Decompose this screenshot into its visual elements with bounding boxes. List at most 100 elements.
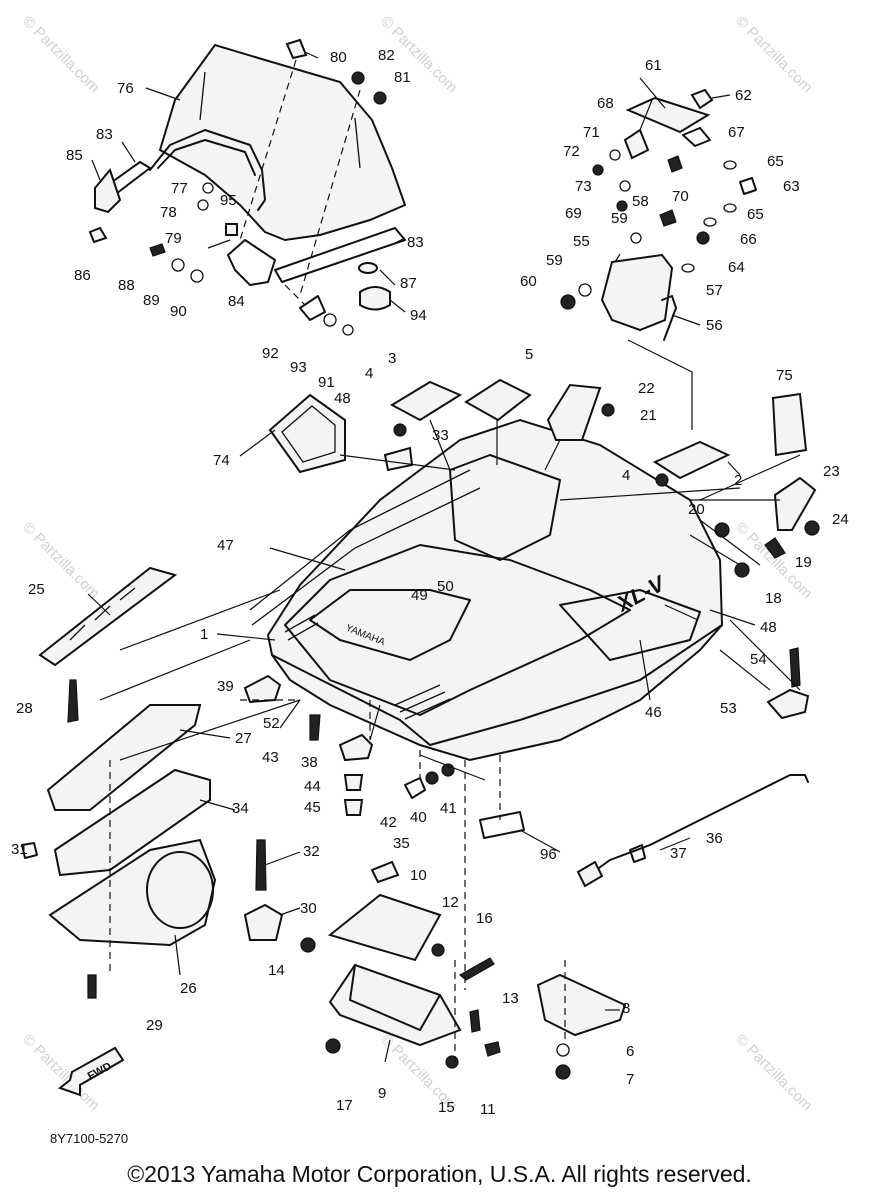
callout-37: 37 (670, 845, 687, 862)
bin-8 (536, 973, 627, 1037)
callout-92: 92 (262, 345, 279, 362)
callout-55: 55 (573, 233, 590, 250)
nut-24 (804, 520, 820, 536)
washer-65b (723, 203, 737, 213)
washer-66 (703, 217, 717, 227)
callout-24: 24 (832, 511, 849, 528)
callout-42: 42 (380, 814, 397, 831)
leader (269, 547, 346, 571)
hood-side-panel (559, 589, 701, 661)
callout-23: 23 (823, 463, 840, 480)
clip-37 (629, 844, 646, 863)
callout-74: 74 (213, 452, 230, 469)
left-duct-assembly (21, 566, 455, 999)
callout-16: 16 (476, 910, 493, 927)
nut-21 (601, 403, 615, 417)
callout-38: 38 (301, 754, 318, 771)
leader (639, 639, 651, 701)
nut-78 (202, 182, 214, 194)
bolt-58 (659, 209, 677, 227)
callouts: 76 80 82 81 83 85 77 78 95 79 83 86 88 8… (11, 47, 849, 1118)
fwd-arrow-shape (57, 1046, 125, 1097)
knob-62 (690, 88, 714, 110)
storage-latch-assembly (560, 88, 757, 430)
nut-60 (560, 294, 576, 310)
callout-90: 90 (170, 303, 187, 320)
callout-15: 15 (438, 1099, 455, 1116)
mat-3 (389, 380, 463, 422)
bracket-9-edge (349, 964, 441, 1031)
callout-29: 29 (146, 1017, 163, 1034)
callout-65: 65 (767, 153, 784, 170)
windshield (158, 43, 407, 242)
nut-72 (592, 164, 604, 176)
connector-line (627, 339, 693, 430)
callout-48b: 48 (760, 619, 777, 636)
label-48 (383, 446, 414, 472)
callout-26: 26 (180, 980, 197, 997)
bracket-23 (773, 476, 817, 531)
bolt-11 (484, 1041, 501, 1057)
callout-69: 69 (565, 205, 582, 222)
callout-53: 53 (720, 700, 737, 717)
callout-83b: 83 (407, 234, 424, 251)
windshield-frame (149, 129, 266, 211)
callout-93: 93 (290, 359, 307, 376)
latch-67 (682, 127, 711, 147)
callout-67: 67 (728, 124, 745, 141)
callout-57: 57 (706, 282, 723, 299)
callout-18: 18 (765, 590, 782, 607)
screw-4b (655, 473, 669, 487)
callout-50: 50 (437, 578, 454, 595)
bracket-9 (328, 963, 462, 1047)
callout-59b: 59 (546, 252, 563, 269)
washer-65 (723, 160, 737, 170)
duct-34 (53, 768, 211, 877)
callout-7: 7 (626, 1071, 634, 1088)
callout-33: 33 (432, 427, 449, 444)
leader (279, 699, 301, 729)
callout-80: 80 (330, 49, 347, 66)
leader (87, 593, 111, 616)
washer-73 (619, 180, 631, 192)
callout-75: 75 (776, 367, 793, 384)
decal-75 (771, 392, 808, 457)
leader (99, 589, 301, 761)
hood-center-recess (449, 454, 561, 561)
windshield-assembly (88, 38, 407, 336)
callout-95: 95 (220, 192, 237, 209)
bolt-19 (764, 537, 786, 559)
callout-17: 17 (336, 1097, 353, 1114)
callout-71: 71 (583, 124, 600, 141)
storage-box-55 (600, 253, 674, 332)
duct-26 (48, 838, 217, 947)
callout-45: 45 (304, 799, 321, 816)
callout-65b: 65 (747, 206, 764, 223)
callout-58: 58 (632, 193, 649, 210)
callout-84: 84 (228, 293, 245, 310)
leader (216, 633, 276, 641)
callout-76: 76 (117, 80, 134, 97)
callout-28: 28 (16, 700, 33, 717)
vent-22 (546, 383, 602, 441)
callout-63: 63 (783, 178, 800, 195)
block-53 (766, 688, 810, 720)
callout-1: 1 (200, 626, 208, 643)
washer-90 (190, 269, 204, 283)
hood-stripe (249, 469, 481, 626)
nut-82 (351, 71, 365, 85)
callout-62: 62 (735, 87, 752, 104)
leader (145, 87, 181, 101)
hood-vent-grille (284, 614, 451, 720)
bracket-39 (243, 674, 282, 704)
mat-2 (652, 440, 731, 480)
washer-6 (556, 1043, 570, 1057)
bolt-16 (458, 957, 495, 981)
callout-46: 46 (645, 704, 662, 721)
callout-73: 73 (575, 178, 592, 195)
hood-body (266, 418, 724, 762)
washer-57 (681, 263, 695, 273)
windshield-bracket-left (94, 167, 122, 214)
callout-32: 32 (303, 843, 320, 860)
duct-27 (46, 704, 202, 811)
